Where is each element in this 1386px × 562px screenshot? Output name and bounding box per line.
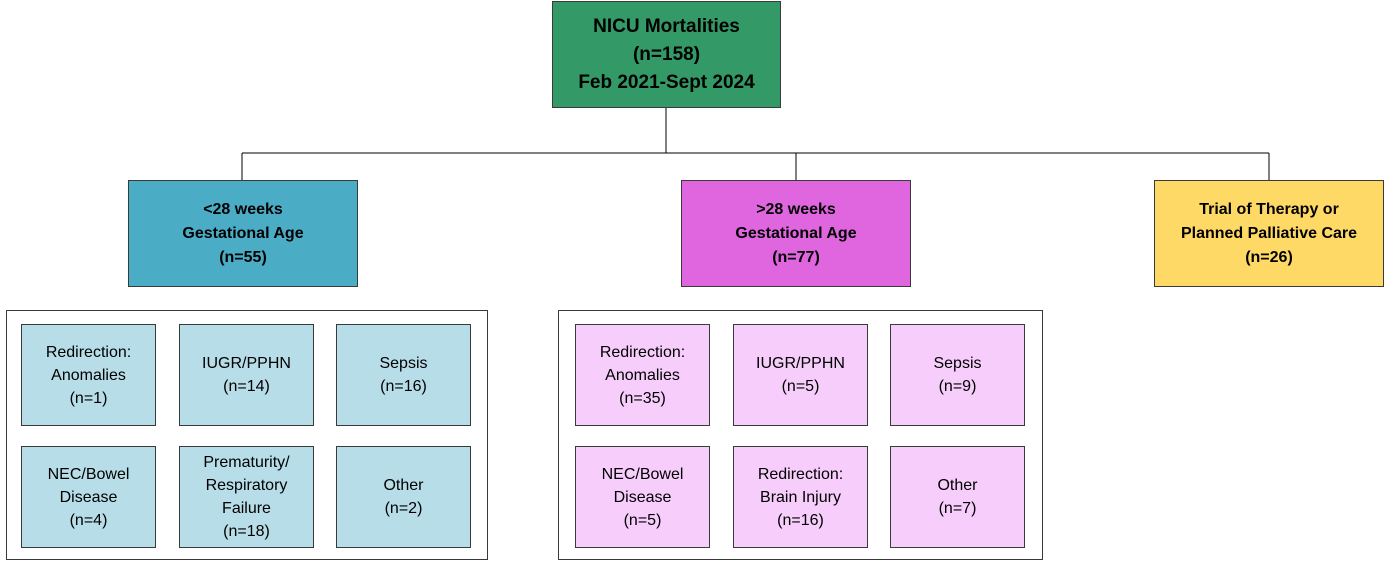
- cause-count: (n=18): [223, 523, 270, 540]
- cause-label: Failure: [222, 500, 271, 517]
- node-under-28-weeks: <28 weeks Gestational Age (n=55): [128, 180, 358, 287]
- cause-count: (n=14): [223, 378, 270, 395]
- node-count: (n=77): [772, 248, 820, 266]
- cause-label: Redirection:: [757, 465, 844, 483]
- cause-label: Sepsis: [933, 355, 982, 372]
- cause-label: Respiratory: [205, 477, 288, 494]
- cause-count: (n=9): [938, 378, 977, 395]
- cause-nec-bowel-disease: NEC/Bowel Disease (n=4): [21, 446, 156, 548]
- node-label: >28 weeks: [756, 200, 836, 218]
- cause-sepsis: Sepsis (n=9): [890, 324, 1025, 426]
- cause-label: Disease: [59, 488, 118, 506]
- cause-label: Prematurity/: [203, 454, 290, 471]
- node-label: Gestational Age: [182, 224, 304, 242]
- node-count: (n=26): [1245, 248, 1293, 266]
- cause-other: Other (n=7): [890, 446, 1025, 548]
- cause-count: (n=5): [781, 378, 820, 395]
- cause-label: Brain Injury: [760, 488, 841, 506]
- node-count: (n=55): [219, 248, 267, 266]
- cause-label: Disease: [613, 488, 672, 506]
- cause-iugr-pphn: IUGR/PPHN (n=5): [733, 324, 868, 426]
- group-over-28-causes: Redirection: Anomalies (n=35) IUGR/PPHN …: [558, 310, 1043, 560]
- cause-count: (n=7): [938, 500, 977, 517]
- cause-count: (n=16): [380, 378, 427, 395]
- cause-other: Other (n=2): [336, 446, 471, 548]
- cause-label: Anomalies: [605, 366, 680, 384]
- node-label: Trial of Therapy or: [1199, 200, 1339, 218]
- node-over-28-weeks: >28 weeks Gestational Age (n=77): [681, 180, 911, 287]
- cause-label: NEC/Bowel: [47, 465, 130, 483]
- cause-count: (n=5): [623, 511, 662, 529]
- cause-nec-bowel-disease: NEC/Bowel Disease (n=5): [575, 446, 710, 548]
- cause-count: (n=4): [69, 511, 108, 529]
- cause-count: (n=35): [619, 389, 666, 407]
- cause-redirection-brain-injury: Redirection: Brain Injury (n=16): [733, 446, 868, 548]
- node-label: <28 weeks: [203, 200, 283, 218]
- cause-label: Redirection:: [599, 343, 686, 361]
- cause-count: (n=16): [777, 511, 824, 529]
- cause-label: NEC/Bowel: [601, 465, 684, 483]
- cause-label: Sepsis: [379, 355, 428, 372]
- node-label: Gestational Age: [735, 224, 857, 242]
- root-title: NICU Mortalities: [593, 15, 740, 37]
- cause-label: IUGR/PPHN: [756, 355, 845, 372]
- node-label: Planned Palliative Care: [1180, 224, 1358, 242]
- group-under-28-causes: Redirection: Anomalies (n=1) IUGR/PPHN (…: [6, 310, 488, 560]
- cause-prematurity-respiratory-failure: Prematurity/ Respiratory Failure (n=18): [179, 446, 314, 548]
- cause-iugr-pphn: IUGR/PPHN (n=14): [179, 324, 314, 426]
- root-node-nicu-mortalities: NICU Mortalities (n=158) Feb 2021-Sept 2…: [552, 1, 781, 108]
- cause-label: Anomalies: [51, 366, 126, 384]
- cause-label: Redirection:: [45, 343, 132, 361]
- cause-count: (n=2): [384, 500, 423, 517]
- cause-label: IUGR/PPHN: [202, 355, 291, 372]
- node-trial-palliative-care: Trial of Therapy or Planned Palliative C…: [1154, 180, 1384, 287]
- root-count: (n=158): [632, 43, 701, 65]
- cause-sepsis: Sepsis (n=16): [336, 324, 471, 426]
- cause-count: (n=1): [69, 389, 108, 407]
- cause-label: Other: [383, 477, 424, 494]
- cause-redirection-anomalies: Redirection: Anomalies (n=1): [21, 324, 156, 426]
- cause-label: Other: [937, 477, 978, 494]
- root-date-range: Feb 2021-Sept 2024: [578, 71, 755, 93]
- cause-redirection-anomalies: Redirection: Anomalies (n=35): [575, 324, 710, 426]
